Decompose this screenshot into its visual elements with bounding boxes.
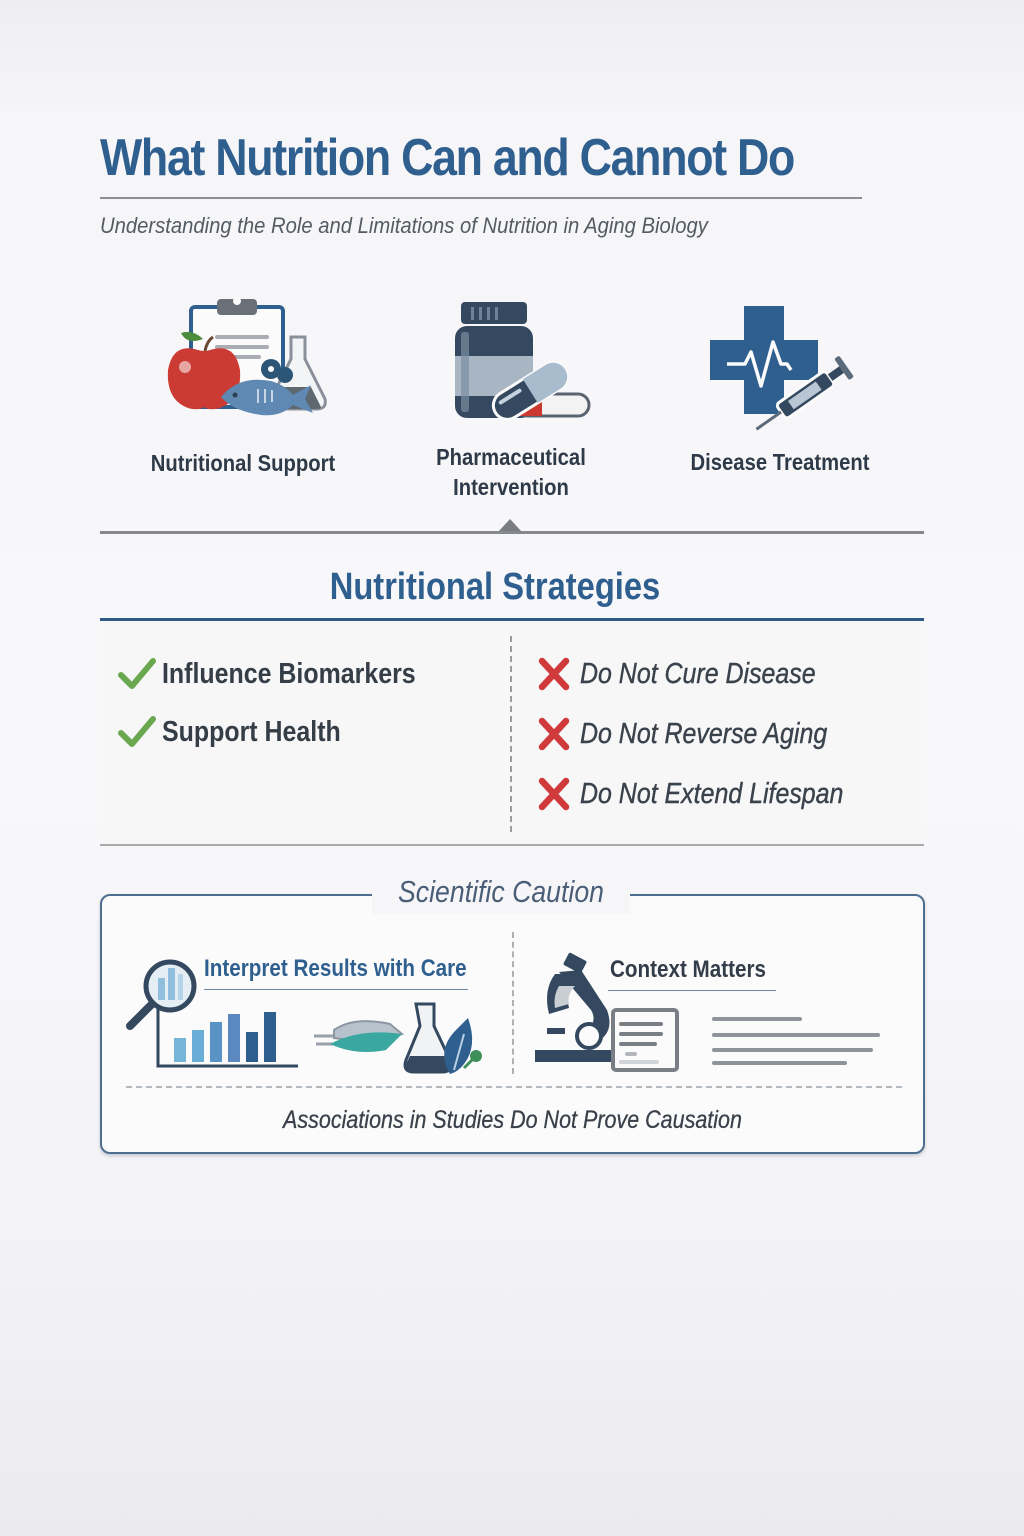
can-item-influence-biomarkers: Influence Biomarkers (118, 657, 457, 691)
checkmark-icon (118, 658, 156, 689)
context-matters-underline (608, 990, 776, 991)
text-line-decoration (712, 1061, 847, 1065)
category-label: Nutritional Support (150, 450, 336, 476)
cannot-item-cure-disease: Do Not Cure Disease (536, 657, 854, 691)
title-divider (100, 197, 862, 199)
caution-title: Scientific Caution (398, 874, 604, 909)
cannot-item-label: Do Not Cure Disease (580, 657, 816, 690)
context-matters-heading-wrap: Context Matters (610, 956, 791, 984)
strategies-bottom-rule (100, 844, 924, 846)
magnifier-chart-icon (126, 959, 298, 1068)
category-label-line2: Intervention (453, 474, 569, 500)
medical-cross-syringe-icon (710, 306, 854, 431)
text-line-decoration (712, 1033, 880, 1037)
category-label: Disease Treatment (690, 449, 870, 475)
page-subtitle: Understanding the Role and Limitations o… (100, 213, 708, 238)
context-matters-heading: Context Matters (610, 956, 766, 983)
category-disease-treatment: Disease Treatment (650, 302, 910, 477)
strategies-title: Nutritional Strategies (329, 566, 661, 608)
caution-column-divider (512, 932, 514, 1074)
section-separator (100, 531, 924, 534)
checkmark-icon (118, 716, 156, 747)
cannot-item-reverse-aging: Do Not Reverse Aging (536, 717, 867, 751)
separator-pointer (498, 519, 522, 532)
can-item-support-health: Support Health (118, 715, 370, 749)
caution-title-background (372, 874, 630, 914)
text-line-decoration (712, 1048, 873, 1052)
category-pharmaceutical-intervention: Pharmaceutical Intervention (381, 300, 641, 502)
x-mark-icon (538, 777, 570, 811)
interpret-results-heading-wrap: Interpret Results with Care (204, 955, 509, 983)
interpret-results-heading: Interpret Results with Care (204, 955, 467, 982)
microscope-document-icon (535, 952, 679, 1072)
strategies-panel (100, 622, 924, 844)
strategies-title-underline (100, 618, 924, 621)
x-mark-icon (538, 717, 570, 751)
can-item-label: Support Health (162, 715, 341, 748)
caution-footer-divider (126, 1086, 902, 1088)
can-item-label: Influence Biomarkers (162, 657, 416, 690)
cannot-item-label: Do Not Reverse Aging (580, 717, 828, 750)
category-nutritional-support: Nutritional Support (113, 295, 373, 478)
x-mark-icon (538, 657, 570, 691)
cannot-item-extend-lifespan: Do Not Extend Lifespan (536, 777, 886, 811)
text-line-decoration (712, 1017, 802, 1021)
interpret-results-underline (204, 989, 468, 990)
nutrition-icon (167, 297, 327, 416)
causation-note: Associations in Studies Do Not Prove Cau… (283, 1106, 742, 1134)
category-label-line1: Pharmaceutical (436, 444, 586, 470)
strategies-column-divider (510, 636, 512, 832)
cannot-item-label: Do Not Extend Lifespan (580, 777, 844, 810)
lab-research-icon (314, 1002, 482, 1074)
page-title: What Nutrition Can and Cannot Do (100, 129, 795, 187)
medicine-bottle-icon (455, 302, 591, 421)
